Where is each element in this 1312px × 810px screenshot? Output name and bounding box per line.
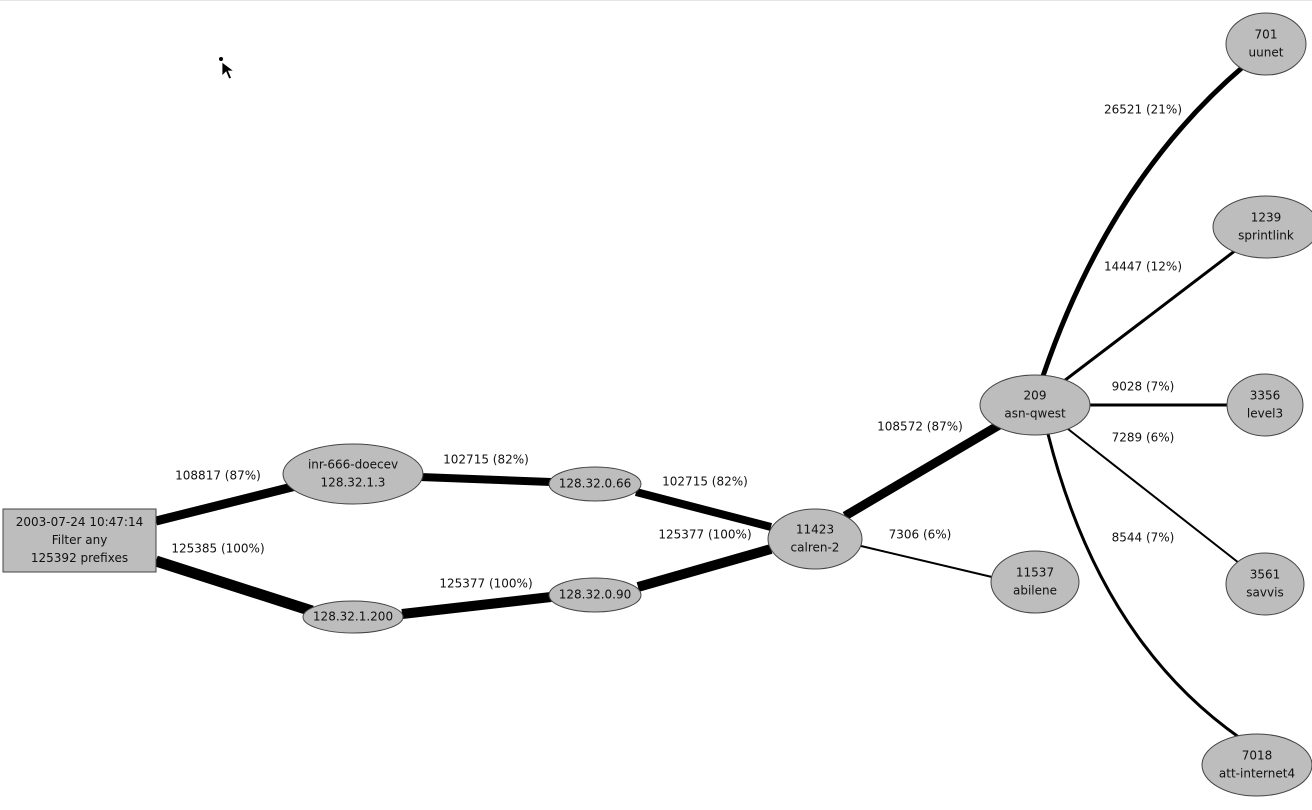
node-r090-ellipse	[548, 577, 642, 613]
node-uunet[interactable]: 701 uunet	[1225, 12, 1307, 76]
edges-layer	[154, 64, 1246, 740]
edge-label-r066-calren: 102715 (82%)	[662, 475, 748, 489]
edge-calren-abilene	[860, 545, 993, 578]
node-r066[interactable]: 128.32.0.66	[548, 466, 642, 502]
node-savvis[interactable]: 3561 savvis	[1225, 552, 1305, 616]
node-abilene[interactable]: 11537 abilene	[990, 550, 1080, 614]
node-att-ellipse	[1201, 733, 1312, 797]
edge-src-inr	[154, 480, 302, 526]
node-inr-ellipse	[282, 443, 424, 505]
edge-calren-qwest	[842, 420, 1004, 520]
node-savvis-ellipse	[1225, 552, 1305, 616]
node-calren[interactable]: 11423 calren-2	[767, 508, 863, 570]
edge-label-r1200-r090: 125377 (100%)	[439, 577, 532, 591]
node-source-line-1: Filter any	[52, 533, 108, 547]
edge-label-qwest-savvis: 7289 (6%)	[1112, 431, 1175, 445]
node-sprint[interactable]: 1239 sprintlink	[1212, 195, 1312, 259]
node-level3-line-0: 3356	[1250, 389, 1281, 403]
edge-label-calren-abilene: 7306 (6%)	[889, 528, 952, 542]
edge-label-qwest-att: 8544 (7%)	[1112, 531, 1175, 545]
edge-r090-calren	[636, 544, 773, 592]
node-calren-line-1: calren-2	[791, 541, 840, 555]
edge-qwest-att	[1046, 433, 1241, 740]
node-abilene-line-1: abilene	[1013, 584, 1057, 598]
node-sprint-line-1: sprintlink	[1238, 229, 1294, 243]
node-inr-line-0: inr-666-doecev	[308, 458, 398, 472]
edge-qwest-uunet	[1040, 64, 1246, 377]
node-qwest-ellipse	[979, 374, 1091, 436]
node-uunet-line-1: uunet	[1249, 46, 1284, 60]
edge-labels-layer: 108817 (87%) 125385 (100%) 102715 (82%) 125…	[171, 103, 1182, 591]
node-calren-ellipse	[767, 508, 863, 570]
node-att-line-0: 7018	[1242, 749, 1273, 763]
node-r090-line-0: 128.32.0.90	[559, 588, 632, 602]
edge-label-qwest-level3: 9028 (7%)	[1112, 380, 1175, 394]
node-r066-line-0: 128.32.0.66	[559, 477, 632, 491]
edge-r066-calren	[634, 488, 773, 531]
node-att-line-1: att-internet4	[1219, 767, 1295, 781]
node-abilene-line-0: 11537	[1016, 566, 1054, 580]
node-qwest[interactable]: 209 asn-qwest	[979, 374, 1091, 436]
edge-label-r090-calren: 125377 (100%)	[658, 528, 751, 542]
top-border	[0, 0, 1312, 1]
node-source-box	[2, 508, 157, 573]
node-savvis-line-0: 3561	[1250, 568, 1281, 582]
node-source-line-2: 125392 prefixes	[31, 551, 128, 565]
node-sprint-ellipse	[1212, 195, 1312, 259]
node-level3-line-1: level3	[1247, 407, 1283, 421]
node-inr[interactable]: inr-666-doecev 128.32.1.3	[282, 443, 424, 505]
edge-label-qwest-sprint: 14447 (12%)	[1104, 260, 1182, 274]
edge-label-qwest-uunet: 26521 (21%)	[1104, 103, 1182, 117]
node-r1200[interactable]: 128.32.1.200	[302, 600, 404, 634]
edge-label-inr-r066: 102715 (82%)	[443, 453, 529, 467]
node-r1200-ellipse	[302, 600, 404, 634]
node-inr-line-1: 128.32.1.3	[321, 476, 386, 490]
node-r090[interactable]: 128.32.0.90	[548, 577, 642, 613]
edge-inr-r066	[419, 473, 552, 486]
edge-r1200-r090	[401, 592, 552, 619]
mouse-pointer-icon	[219, 57, 236, 80]
node-att[interactable]: 7018 att-internet4	[1201, 733, 1312, 797]
node-level3-ellipse	[1226, 373, 1304, 437]
node-level3[interactable]: 3356 level3	[1226, 373, 1304, 437]
node-r1200-line-0: 128.32.1.200	[313, 610, 393, 624]
edge-src-r1200	[154, 555, 314, 617]
edge-qwest-sprint	[1063, 248, 1237, 383]
edge-label-src-inr: 108817 (87%)	[175, 469, 261, 483]
node-r066-ellipse	[548, 466, 642, 502]
node-qwest-line-1: asn-qwest	[1004, 407, 1066, 421]
node-abilene-ellipse	[990, 550, 1080, 614]
node-qwest-line-0: 209	[1024, 389, 1047, 403]
node-source-line-0: 2003-07-24 10:47:14	[16, 515, 143, 529]
node-sprint-line-0: 1239	[1251, 211, 1282, 225]
node-uunet-ellipse	[1225, 12, 1307, 76]
node-uunet-line-0: 701	[1255, 28, 1278, 42]
edge-label-src-r1200: 125385 (100%)	[171, 542, 264, 556]
node-calren-line-0: 11423	[796, 523, 834, 537]
edge-label-calren-qwest: 108572 (87%)	[877, 420, 963, 434]
node-savvis-line-1: savvis	[1246, 586, 1283, 600]
edge-qwest-savvis	[1067, 428, 1240, 564]
